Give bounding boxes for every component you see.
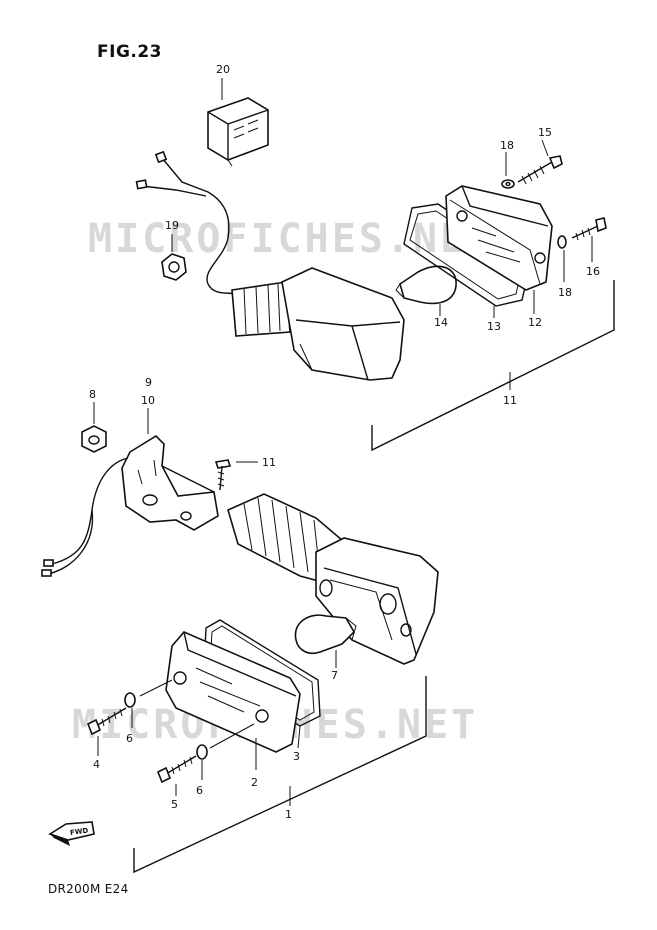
figure-footer: DR200M E24 <box>48 882 129 896</box>
upper-turn-signal-housing <box>231 267 405 381</box>
nut-lower-part <box>81 425 107 453</box>
callout-10: 10 <box>141 394 155 407</box>
callout-16: 15 <box>538 126 552 139</box>
callout-11: 11 <box>262 456 276 469</box>
callout-15: 14 <box>434 316 448 329</box>
callout-9: 9 <box>145 376 152 389</box>
assembly-bracket-1 <box>133 676 427 874</box>
callout-19: 19 <box>165 219 179 232</box>
callout-2: 2 <box>251 776 258 789</box>
washer-upper-b-part <box>557 235 567 249</box>
lens-upper-part <box>445 185 553 291</box>
screw-lower-4-part <box>86 707 127 736</box>
callout-18-upper-a: 18 <box>500 139 514 152</box>
callout-3: 3 <box>293 750 300 763</box>
upper-wire-harness <box>135 150 239 295</box>
fwd-label: FWD <box>70 827 89 837</box>
flasher-relay-part <box>207 97 269 167</box>
lower-wire-harness <box>41 457 215 577</box>
forward-arrow-icon: FWD <box>48 821 95 846</box>
washer-upper-a-part <box>501 179 515 189</box>
watermark-top: MICROFICHES.NET <box>88 216 495 262</box>
callout-18-upper-b: 18 <box>558 286 572 299</box>
bulb-upper-part <box>395 265 457 305</box>
nut-upper-part <box>161 253 187 281</box>
callout-12: 11 <box>503 394 517 407</box>
mounting-bracket-part <box>121 434 219 531</box>
callout-5: 5 <box>171 798 178 811</box>
callout-1: 1 <box>285 808 292 821</box>
callout-labels: 20 19 15 18 18 16 14 13 12 11 9 10 8 11 … <box>89 63 600 821</box>
callout-17: 16 <box>586 265 600 278</box>
gasket-upper-part <box>403 203 531 307</box>
leader-lens-screw-a <box>139 679 173 697</box>
screw-upper-17-part <box>571 217 607 241</box>
leader-3 <box>297 725 301 749</box>
callout-8: 8 <box>89 388 96 401</box>
washer-lower-b-part <box>196 744 208 760</box>
leader-16 <box>541 139 549 157</box>
lens-lower-part <box>165 631 301 753</box>
callout-6-b: 6 <box>196 784 203 797</box>
callout-4: 4 <box>93 758 100 771</box>
callout-7: 7 <box>331 669 338 682</box>
callout-14: 13 <box>487 320 501 333</box>
screw-upper-16-part <box>517 155 563 185</box>
screw-lower-5-part <box>156 755 197 784</box>
callout-20: 20 <box>216 63 230 76</box>
assembly-bracket-12 <box>371 280 615 452</box>
callout-13: 12 <box>528 316 542 329</box>
washer-lower-a-part <box>124 692 136 708</box>
leader-lens-screw-b <box>209 723 255 749</box>
screw-lower-11-part <box>214 459 232 491</box>
callout-6-a: 6 <box>126 732 133 745</box>
bulb-lower-part <box>294 614 357 655</box>
figure-title: FIG.23 <box>97 42 163 62</box>
